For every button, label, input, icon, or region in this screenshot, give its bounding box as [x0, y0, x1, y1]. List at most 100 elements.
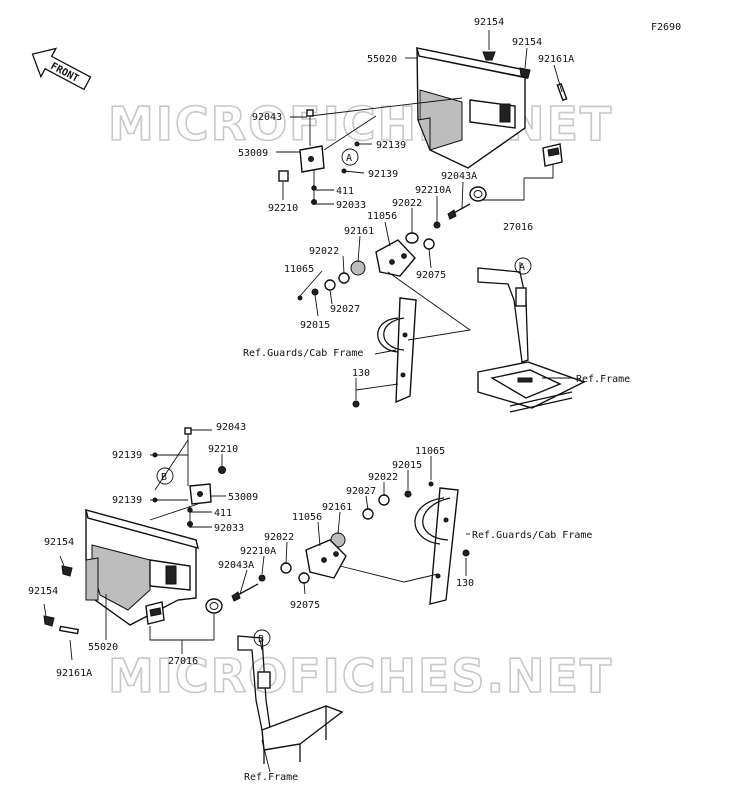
main-frame-bottom	[237, 635, 344, 764]
figure-code: F2690	[651, 22, 681, 33]
label-92210: 92210	[268, 203, 298, 214]
label-11065: 11065	[284, 264, 314, 275]
label-92210: 92210	[208, 444, 238, 455]
label-92022: 92022	[368, 472, 398, 483]
cab-frame-bar-top	[377, 297, 417, 404]
bolt-92043a-bottom	[231, 583, 259, 602]
bushing-92161-top	[350, 260, 366, 276]
nut-92075-bottom	[298, 572, 310, 584]
grommet-27016-bottom	[145, 598, 223, 625]
label-92075: 92075	[290, 600, 320, 611]
label-ref-guards-cab-frame: Ref.Guards/Cab Frame	[472, 530, 592, 541]
label-92210a: 92210A	[240, 546, 276, 557]
label-92161a: 92161A	[56, 668, 92, 679]
label-53009: 53009	[238, 148, 268, 159]
top-assembly: A A 92154 92154 55020 92161A 92043 53009…	[238, 17, 630, 413]
label-92022: 92022	[309, 246, 339, 257]
label-92161a: 92161A	[538, 54, 574, 65]
nut-92015-top	[311, 288, 319, 296]
label-92043a: 92043A	[218, 560, 254, 571]
label-92154: 92154	[44, 537, 74, 548]
bolt-92154-bottom-a	[61, 565, 73, 577]
label-55020: 55020	[367, 54, 397, 65]
spacer-92022-top-b	[338, 272, 350, 284]
label-ref-guards-cab-frame: Ref.Guards/Cab Frame	[243, 348, 363, 359]
marker-b-bottom-1: B	[156, 467, 174, 485]
svg-text:B: B	[258, 634, 264, 645]
spacer-92022-bottom-b	[280, 562, 292, 574]
label-92075: 92075	[416, 270, 446, 281]
label-92033: 92033	[214, 523, 244, 534]
storage-box-top	[416, 47, 528, 169]
bottom-assembly: B B 92043 92210 92139 92139 53009 411 92…	[28, 422, 592, 783]
label-92154: 92154	[474, 17, 504, 28]
label-92154: 92154	[28, 586, 58, 597]
label-92015: 92015	[300, 320, 330, 331]
hinge-plate-11056-bottom	[305, 539, 347, 579]
spacer-92022-bottom-a	[378, 494, 390, 506]
label-411: 411	[336, 186, 354, 197]
leader-lines-bottom	[43, 429, 470, 773]
pin-11065-top	[297, 295, 303, 301]
grommet-27016-top	[469, 143, 563, 202]
bolt-130-bottom	[462, 549, 470, 557]
label-27016: 27016	[168, 656, 198, 667]
label-92033: 92033	[336, 200, 366, 211]
hinge-plate-11056-top	[375, 239, 416, 277]
bolt-92043a-top	[447, 203, 471, 220]
bolt-92154-top-b	[519, 67, 531, 79]
label-53009: 53009	[228, 492, 258, 503]
main-frame-top	[477, 267, 586, 413]
washer-92027-top	[324, 279, 336, 291]
watermark-top: MICROFICHES.NET	[108, 97, 613, 151]
label-ref-frame: Ref.Frame	[576, 374, 630, 385]
bracket-53009-top	[299, 109, 325, 173]
nut-92015-bottom	[404, 490, 412, 498]
label-92139: 92139	[376, 140, 406, 151]
label-11065: 11065	[415, 446, 445, 457]
label-92015: 92015	[392, 460, 422, 471]
label-92161: 92161	[344, 226, 374, 237]
bolt-130-top	[352, 400, 360, 408]
label-130: 130	[456, 578, 474, 589]
nut-92210-top	[278, 170, 289, 182]
nut-92075-top	[423, 238, 435, 250]
svg-text:A: A	[346, 153, 352, 164]
label-92210a: 92210A	[415, 185, 451, 196]
pin-92161a-bottom	[58, 625, 80, 635]
label-92139: 92139	[112, 450, 142, 461]
label-130: 130	[352, 368, 370, 379]
label-92043: 92043	[216, 422, 246, 433]
bracket-53009-bottom	[184, 427, 212, 505]
pin-11065-bottom	[428, 481, 434, 487]
label-92043: 92043	[252, 112, 282, 123]
cab-frame-bar-bottom	[414, 487, 459, 605]
washer-92210a-bottom	[258, 574, 266, 582]
bolt-92154-bottom-b	[43, 615, 55, 627]
watermark-bottom: MICROFICHES.NET	[108, 649, 613, 703]
washer-92027-bottom	[362, 508, 374, 520]
spacer-92022-top-a	[405, 232, 419, 244]
label-92139: 92139	[368, 169, 398, 180]
label-92154: 92154	[512, 37, 542, 48]
label-11056: 11056	[292, 512, 322, 523]
label-ref-frame: Ref.Frame	[244, 772, 298, 783]
leader-lines-top	[276, 30, 574, 400]
storage-box-bottom	[85, 509, 199, 626]
svg-text:B: B	[161, 472, 167, 483]
front-arrow-icon: FRONT	[31, 47, 92, 91]
label-92139: 92139	[112, 495, 142, 506]
label-55020: 55020	[88, 642, 118, 653]
label-27016: 27016	[503, 222, 533, 233]
marker-a-top-2: A	[514, 257, 532, 275]
label-92022: 92022	[392, 198, 422, 209]
washer-92210a-top	[433, 221, 441, 229]
label-11056: 11056	[367, 211, 397, 222]
label-92043a: 92043A	[441, 171, 477, 182]
bolt-92154-top-a	[482, 51, 496, 61]
svg-text:A: A	[519, 262, 525, 273]
nut-92210-bottom	[218, 466, 226, 474]
label-92022: 92022	[264, 532, 294, 543]
label-411: 411	[214, 508, 232, 519]
